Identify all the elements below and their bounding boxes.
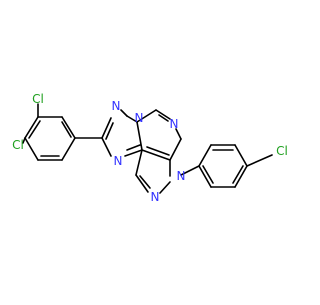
bond bbox=[101, 137, 112, 157]
nitrogen-atom-label: N bbox=[112, 99, 121, 113]
bond bbox=[124, 149, 143, 157]
bond-inner bbox=[28, 120, 41, 139]
bond bbox=[24, 116, 39, 139]
nitrogen-atom-label: N bbox=[135, 111, 144, 125]
nitrogen-atom-label: N bbox=[114, 154, 123, 168]
bond-inner bbox=[61, 121, 72, 138]
nitrogen-atom-label: N bbox=[177, 169, 186, 183]
chlorine-atom-label: Cl bbox=[12, 138, 24, 152]
bond bbox=[101, 117, 112, 139]
bond bbox=[175, 128, 182, 140]
chlorine-atom-label: Cl bbox=[32, 92, 44, 106]
nitrogen-atom-label: N bbox=[151, 190, 160, 204]
bond bbox=[61, 137, 76, 161]
bond bbox=[169, 138, 182, 161]
bond-inner bbox=[202, 165, 214, 184]
bond bbox=[135, 149, 143, 176]
bond bbox=[198, 165, 212, 188]
bond-inner bbox=[232, 165, 244, 184]
molecule-svg: Cl Cl Cl N N N N N N N bbox=[12, 92, 288, 204]
bond bbox=[155, 109, 171, 120]
bond bbox=[159, 181, 171, 194]
bond bbox=[234, 144, 248, 167]
chlorine-atom-label: Cl bbox=[276, 144, 288, 158]
bond-inner bbox=[126, 144, 141, 151]
bond-inner bbox=[105, 122, 114, 140]
bond-inner bbox=[139, 175, 151, 189]
bond bbox=[136, 109, 157, 123]
bond bbox=[180, 165, 200, 176]
bond-cl bbox=[246, 154, 273, 167]
bond-inner bbox=[146, 146, 170, 156]
bond bbox=[198, 144, 212, 167]
molecule-structure-diagram: Cl Cl Cl N N N N N N N bbox=[12, 92, 288, 204]
bond bbox=[61, 116, 76, 139]
bond bbox=[135, 174, 149, 193]
bond bbox=[120, 109, 128, 117]
bond bbox=[24, 137, 39, 161]
bond bbox=[234, 165, 248, 188]
atom-label-layer: Cl Cl Cl N N N N N N N bbox=[12, 92, 288, 204]
bond bbox=[141, 149, 171, 161]
bond-layer bbox=[22, 103, 273, 194]
bond bbox=[126, 115, 138, 123]
bond-cl bbox=[22, 137, 26, 144]
nitrogen-atom-label: N bbox=[170, 117, 179, 131]
bond-inner bbox=[158, 114, 169, 122]
bond bbox=[136, 121, 143, 151]
